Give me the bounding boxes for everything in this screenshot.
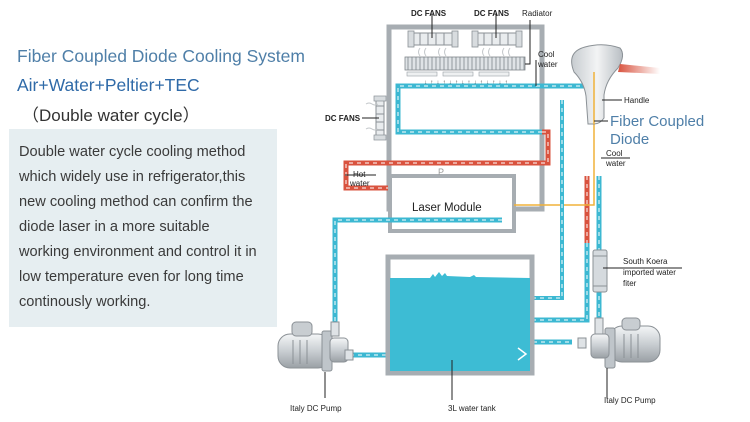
cool-water-pipe <box>332 86 602 358</box>
label-cool-water: water <box>537 60 558 69</box>
pump-right-icon <box>577 317 661 369</box>
cool-water-pipe <box>395 83 596 135</box>
label-laser-module: Laser Module <box>412 202 482 214</box>
svg-text:↓: ↓ <box>486 80 489 86</box>
water-tank <box>385 254 535 376</box>
label-radiator: Radiator <box>522 9 553 18</box>
label-cool-water: Cool <box>606 149 623 158</box>
water-filter-icon <box>592 249 608 293</box>
svg-text:↓: ↓ <box>436 80 439 86</box>
radiator-icon <box>404 56 526 71</box>
label-hot-water: water <box>349 179 370 188</box>
svg-text:↑: ↑ <box>455 80 458 86</box>
pump-left-icon <box>277 321 354 372</box>
label-fiber-coupled-diode: Fiber Coupled Diode <box>610 113 705 148</box>
description-text: Double water cycle cooling method which … <box>19 144 257 310</box>
page-subtitle: Air+Water+Peltier+TEC <box>17 75 200 95</box>
label-cool-water: Cool <box>538 50 555 59</box>
svg-text:↓: ↓ <box>424 80 427 86</box>
label-dc-fans: DC FANS <box>411 9 447 18</box>
label-water-tank: 3L water tank <box>448 404 497 413</box>
label-handle: Handle <box>624 96 650 105</box>
label-dc-fans: DC FANS <box>474 9 510 18</box>
airflow-arrows-icon: ↓↑↓↑↓↑↓↑↓↑↓↑↓↑ <box>424 80 508 86</box>
svg-text:↑: ↑ <box>492 80 495 86</box>
svg-text:↑: ↑ <box>467 80 470 86</box>
fiber-line <box>514 100 595 206</box>
leader-line <box>525 20 531 65</box>
label-water-filter: imported water <box>623 268 676 277</box>
handpiece-handle-icon <box>571 44 660 125</box>
label-water-filter: South Koera <box>623 257 668 266</box>
label-pump-left: Italy DC Pump <box>290 404 342 413</box>
svg-text:↑: ↑ <box>505 80 508 86</box>
label-water-filter: fiter <box>623 279 637 288</box>
description-panel: Double water cycle cooling method which … <box>9 129 277 327</box>
page-title: Fiber Coupled Diode Cooling System <box>17 46 305 66</box>
dc-fan-right-icon <box>471 30 523 57</box>
label-dc-fans-side: DC FANS <box>325 114 361 123</box>
dc-fan-left-icon <box>407 30 459 57</box>
svg-text:↓: ↓ <box>461 80 464 86</box>
svg-text:↓: ↓ <box>474 80 477 86</box>
label-pump-right: Italy DC Pump <box>604 396 656 405</box>
svg-text:↓: ↓ <box>498 80 501 86</box>
p-mark: P <box>438 167 444 177</box>
label-cool-water: water <box>605 159 626 168</box>
svg-text:↑: ↑ <box>430 80 433 86</box>
label-hot-water: Hot <box>353 170 366 179</box>
svg-text:↓: ↓ <box>449 80 452 86</box>
svg-text:↑: ↑ <box>480 80 483 86</box>
svg-text:↑: ↑ <box>443 80 446 86</box>
cycle-note: （Double water cycle） <box>22 106 200 125</box>
